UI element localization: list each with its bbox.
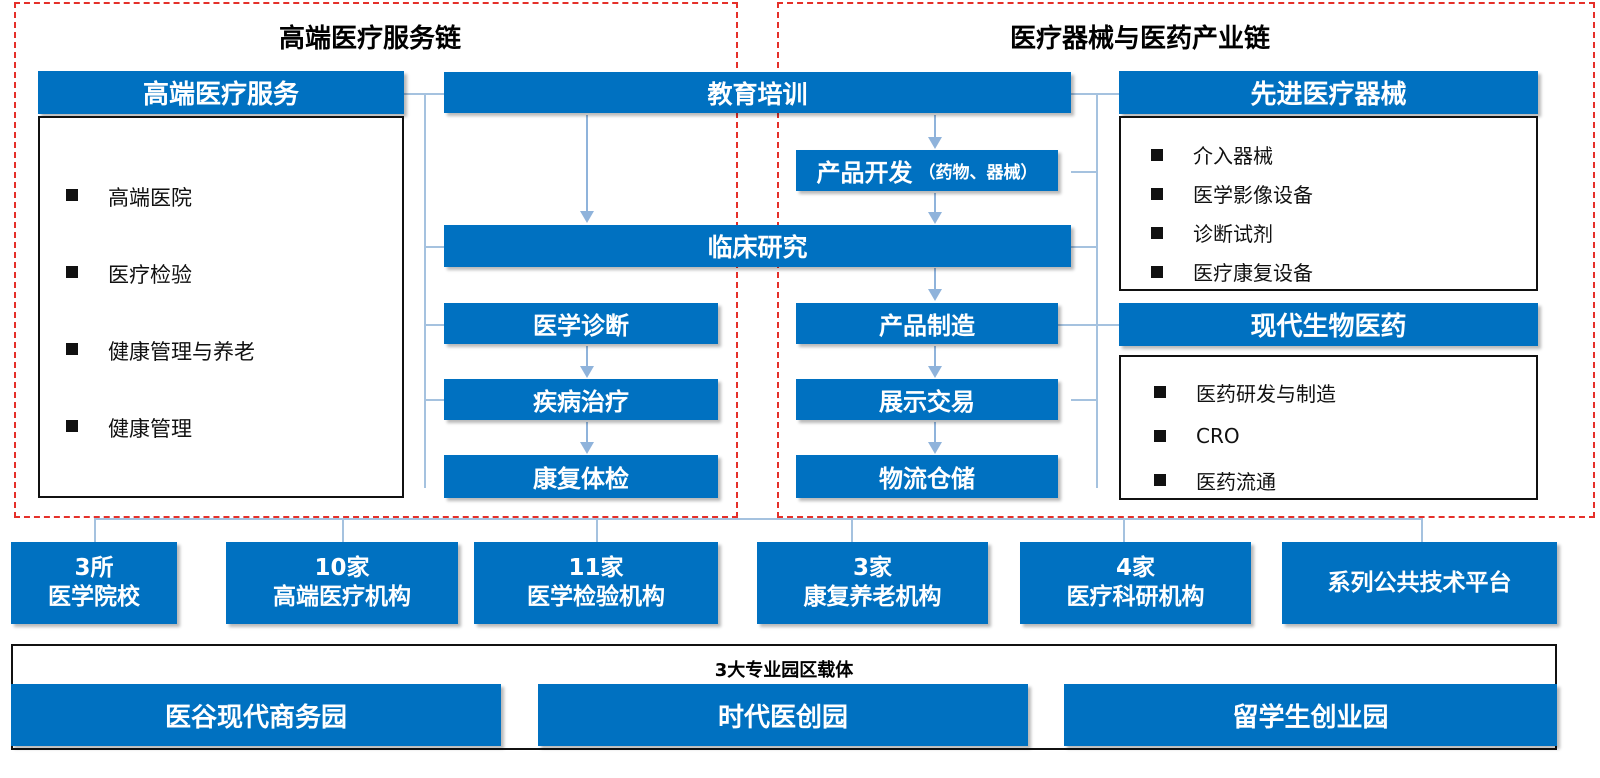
arrow-manufacturing-line [934, 346, 936, 366]
arrow-manufacturing-head [928, 366, 942, 378]
rehab-checkup-box: 康复体检 [444, 455, 718, 498]
bullet-icon [1151, 226, 1163, 239]
high-end-medical-service-list: 高端医院 医疗检验 健康管理与养老 健康管理 [38, 116, 404, 498]
left-connector-bus [424, 93, 426, 488]
arrow-productdev-to-clinical-head [928, 212, 942, 224]
bottom-connector-drop-2 [342, 518, 344, 542]
list-item: 健康管理与养老 [66, 336, 402, 413]
bullet-icon [66, 420, 78, 432]
medical-diagnosis-box: 医学诊断 [444, 303, 718, 344]
bottom-connector-drop-1 [94, 518, 96, 542]
bottom-connector-drop-6 [1421, 518, 1423, 542]
arrow-exhibition-line [934, 422, 936, 442]
list-item: 医疗检验 [66, 259, 402, 336]
arrow-exhibition-head [928, 442, 942, 454]
institution-rehab-elderly: 3家 康复养老机构 [757, 542, 988, 624]
product-manufacturing-box: 产品制造 [796, 303, 1058, 344]
parks-title: 3大专业园区载体 [714, 660, 854, 681]
right-connector-productdev [1071, 171, 1096, 173]
bullet-icon [1151, 148, 1163, 161]
park-yigu-business: 医谷现代商务园 [11, 684, 501, 746]
arrow-clinical-to-manufacturing-line [934, 268, 936, 289]
arrow-diagnosis-head [580, 366, 594, 378]
bullet-icon [66, 189, 78, 201]
institution-medical-research: 4家 医疗科研机构 [1020, 542, 1251, 624]
modern-biomedicine-list: 医药研发与制造 CRO 医药流通 [1119, 355, 1538, 500]
right-connector-bus [1096, 93, 1098, 488]
list-item: 医疗康复设备 [1151, 252, 1536, 291]
arrow-edu-to-clinical-line [586, 115, 588, 211]
right-connector-exhibition [1071, 399, 1096, 401]
disease-treatment-box: 疾病治疗 [444, 379, 718, 420]
product-development-box: 产品开发（药物、器械） [796, 150, 1058, 191]
bottom-connector-bus [94, 518, 1422, 520]
right-connector-clinical [1071, 246, 1096, 248]
right-connector-manufacturing [1058, 324, 1119, 326]
right-section-title: 医疗器械与医药产业链 [1009, 24, 1270, 54]
list-item: 医药研发与制造 [1154, 370, 1536, 414]
left-connector-clinical [424, 246, 444, 248]
list-item: 医学影像设备 [1151, 174, 1536, 213]
list-item: 医药流通 [1154, 458, 1536, 502]
right-connector-top [1071, 93, 1119, 95]
arrow-productdev-to-clinical-line [934, 193, 936, 212]
arrow-treatment-head [580, 442, 594, 454]
arrow-treatment-line [586, 422, 588, 442]
bullet-icon [66, 343, 78, 355]
bullet-icon [1154, 474, 1166, 486]
list-item: 介入器械 [1151, 135, 1536, 174]
bullet-icon [1154, 386, 1166, 398]
advanced-medical-devices-list: 介入器械 医学影像设备 诊断试剂 医疗康复设备 [1119, 116, 1538, 291]
bottom-connector-drop-3 [596, 518, 598, 542]
bullet-icon [1154, 430, 1166, 442]
arrow-edu-to-productdev-line [934, 115, 936, 137]
clinical-research-box: 临床研究 [444, 225, 1071, 267]
left-connector-treatment [424, 399, 444, 401]
bullet-icon [1151, 265, 1163, 278]
logistics-warehousing-box: 物流仓储 [796, 455, 1058, 498]
bullet-icon [66, 266, 78, 278]
arrow-edu-to-productdev-head [928, 137, 942, 149]
park-era-innovation: 时代医创园 [538, 684, 1028, 746]
arrow-diagnosis-line [586, 346, 588, 366]
list-item: 健康管理 [66, 413, 402, 490]
exhibition-trade-box: 展示交易 [796, 379, 1058, 420]
left-connector-top [404, 93, 444, 95]
list-item: CRO [1154, 414, 1536, 458]
list-item: 诊断试剂 [1151, 213, 1536, 252]
advanced-medical-devices-header: 先进医疗器械 [1119, 71, 1538, 114]
modern-biomedicine-header: 现代生物医药 [1119, 303, 1538, 346]
institution-high-end-medical: 10家 高端医疗机构 [226, 542, 458, 624]
arrow-clinical-to-manufacturing-head [928, 289, 942, 301]
institution-public-platforms: 系列公共技术平台 [1282, 542, 1557, 624]
park-returnee-startup: 留学生创业园 [1064, 684, 1557, 746]
high-end-medical-service-header: 高端医疗服务 [38, 71, 404, 114]
institution-medical-schools: 3所 医学院校 [11, 542, 177, 624]
left-section-title: 高端医疗服务链 [278, 24, 461, 54]
left-connector-diagnosis [424, 324, 444, 326]
list-item: 高端医院 [66, 182, 402, 259]
arrow-edu-to-clinical-head [580, 211, 594, 223]
bullet-icon [1151, 187, 1163, 200]
bottom-connector-drop-5 [1123, 518, 1125, 542]
institution-medical-testing: 11家 医学检验机构 [474, 542, 718, 624]
bottom-connector-drop-4 [851, 518, 853, 542]
education-training-box: 教育培训 [444, 72, 1071, 113]
